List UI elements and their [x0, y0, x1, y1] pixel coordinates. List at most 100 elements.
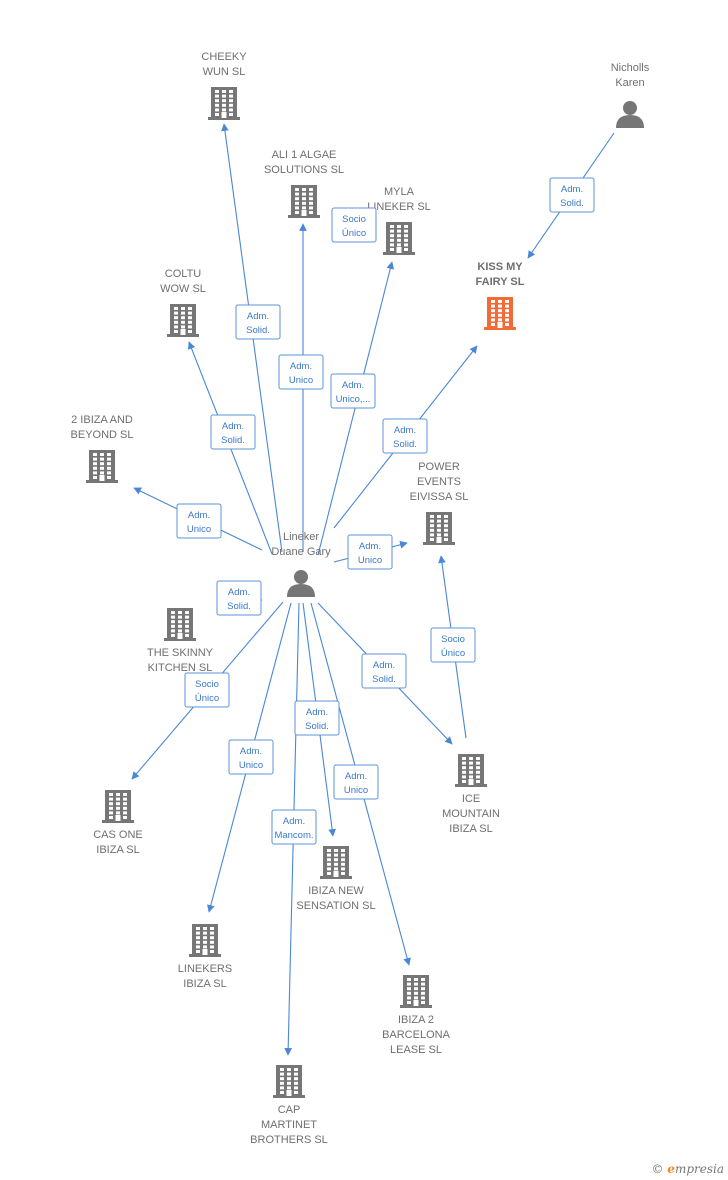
edge-role-label[interactable]: Adm.Unico,...	[330, 373, 376, 409]
building-icon	[102, 790, 134, 823]
building-icon	[273, 1065, 305, 1098]
node-label: WUN SL	[203, 66, 246, 78]
node-label: COLTU	[165, 268, 202, 280]
node-label: SOLUTIONS SL	[264, 164, 344, 176]
building-icon	[484, 297, 516, 330]
building-icon	[86, 450, 118, 483]
edge-role-box	[382, 418, 428, 454]
edge-role-box	[549, 177, 595, 213]
node-label: IBIZA SL	[449, 823, 492, 835]
node-label: ALI 1 ALGAE	[272, 149, 337, 161]
edge-role-text: Adm.	[247, 311, 269, 322]
edge-role-label[interactable]: Adm. Solid.	[294, 700, 340, 736]
edge-role-box	[235, 304, 281, 340]
edge-role-text: Socio	[342, 214, 366, 225]
copyright-symbol: ©	[651, 1162, 664, 1176]
edge-role-text: Mancom.	[274, 830, 313, 841]
edge-role-text: Adm.	[240, 746, 262, 757]
edge-role-label[interactable]: Adm.Unico	[347, 534, 393, 570]
node-label: EIVISSA SL	[410, 491, 469, 503]
edge-role-text: Adm.	[306, 707, 328, 718]
edge-role-text: Unico	[358, 555, 382, 566]
edge-role-box	[278, 354, 324, 390]
edge-role-box	[210, 414, 256, 450]
edge-role-text: Solid.	[560, 198, 584, 209]
building-icon	[288, 185, 320, 218]
node-label: CAS ONE	[93, 829, 143, 841]
edge-role-box	[228, 739, 274, 775]
edge-role-label[interactable]: Adm. Mancom.	[271, 809, 317, 845]
building-icon	[423, 512, 455, 545]
edge-role-text: Solid.	[393, 439, 417, 450]
edge-role-text: Unico	[187, 524, 211, 535]
edge-role-label[interactable]: Adm.Unico	[278, 354, 324, 390]
node-ali1[interactable]: ALI 1 ALGAE SOLUTIONS SL	[264, 149, 344, 218]
edge-role-label[interactable]: Adm.Solid.	[210, 414, 256, 450]
edges-layer	[131, 123, 615, 1056]
node-label: CHEEKY	[201, 51, 247, 63]
node-label: MYLA	[384, 186, 415, 198]
brand-name: mpresia	[674, 1162, 724, 1176]
edge-role-text: Adm.	[290, 361, 312, 372]
edge-role-label[interactable]: Adm.Solid.	[216, 580, 262, 616]
edge-role-text: Adm.	[345, 771, 367, 782]
edge-role-box	[430, 627, 476, 663]
node-myla[interactable]: MYLA LINEKER SL	[367, 186, 431, 255]
node-coltu[interactable]: COLTU WOW SL	[160, 268, 206, 337]
node-label: BEYOND SL	[71, 429, 134, 441]
edge-role-box	[271, 809, 317, 845]
building-icon	[164, 608, 196, 641]
edge-role-label[interactable]: Adm.Solid.	[549, 177, 595, 213]
edge-role-box	[184, 672, 230, 708]
edge-role-box	[361, 653, 407, 689]
edge-role-text: Solid.	[246, 325, 270, 336]
building-icon	[189, 924, 221, 957]
edge-role-text: Adm.	[283, 816, 305, 827]
edge-role-label[interactable]: Adm. Solid.	[235, 304, 281, 340]
edge-role-label[interactable]: Adm.Solid.	[361, 653, 407, 689]
edge-role-text: Adm.	[222, 421, 244, 432]
edge-role-box	[333, 764, 379, 800]
edge-role-text: Adm.	[188, 510, 210, 521]
node-label: IBIZA 2	[398, 1014, 434, 1026]
node-label: ICE	[462, 793, 480, 805]
edge-role-text: Adm.	[373, 660, 395, 671]
edge-role-box	[347, 534, 393, 570]
building-icon	[167, 304, 199, 337]
node-label: LINEKER SL	[367, 201, 431, 213]
edge-role-label[interactable]: Adm.Unico	[333, 764, 379, 800]
node-label: IBIZA SL	[96, 844, 139, 856]
node-label: BROTHERS SL	[250, 1134, 328, 1146]
node-casone[interactable]: CAS ONE IBIZA SL	[93, 790, 143, 856]
edge-role-text: Solid.	[305, 721, 329, 732]
edge-role-label[interactable]: Adm.Unico	[228, 739, 274, 775]
node-label: Nicholls	[611, 62, 650, 74]
edge-role-label[interactable]: Adm.Solid.	[382, 418, 428, 454]
node-label: WOW SL	[160, 283, 206, 295]
edge-role-box	[176, 503, 222, 539]
edge-role-text: Único	[342, 228, 366, 239]
building-icon	[455, 754, 487, 787]
edge-role-label[interactable]: Adm. Unico	[176, 503, 222, 539]
building-icon	[208, 87, 240, 120]
node-cheeky[interactable]: CHEEKY WUN SL	[201, 51, 247, 120]
node-label: MARTINET	[261, 1119, 317, 1131]
node-label: LINEKERS	[178, 963, 232, 975]
brand-initial: e	[667, 1162, 675, 1176]
